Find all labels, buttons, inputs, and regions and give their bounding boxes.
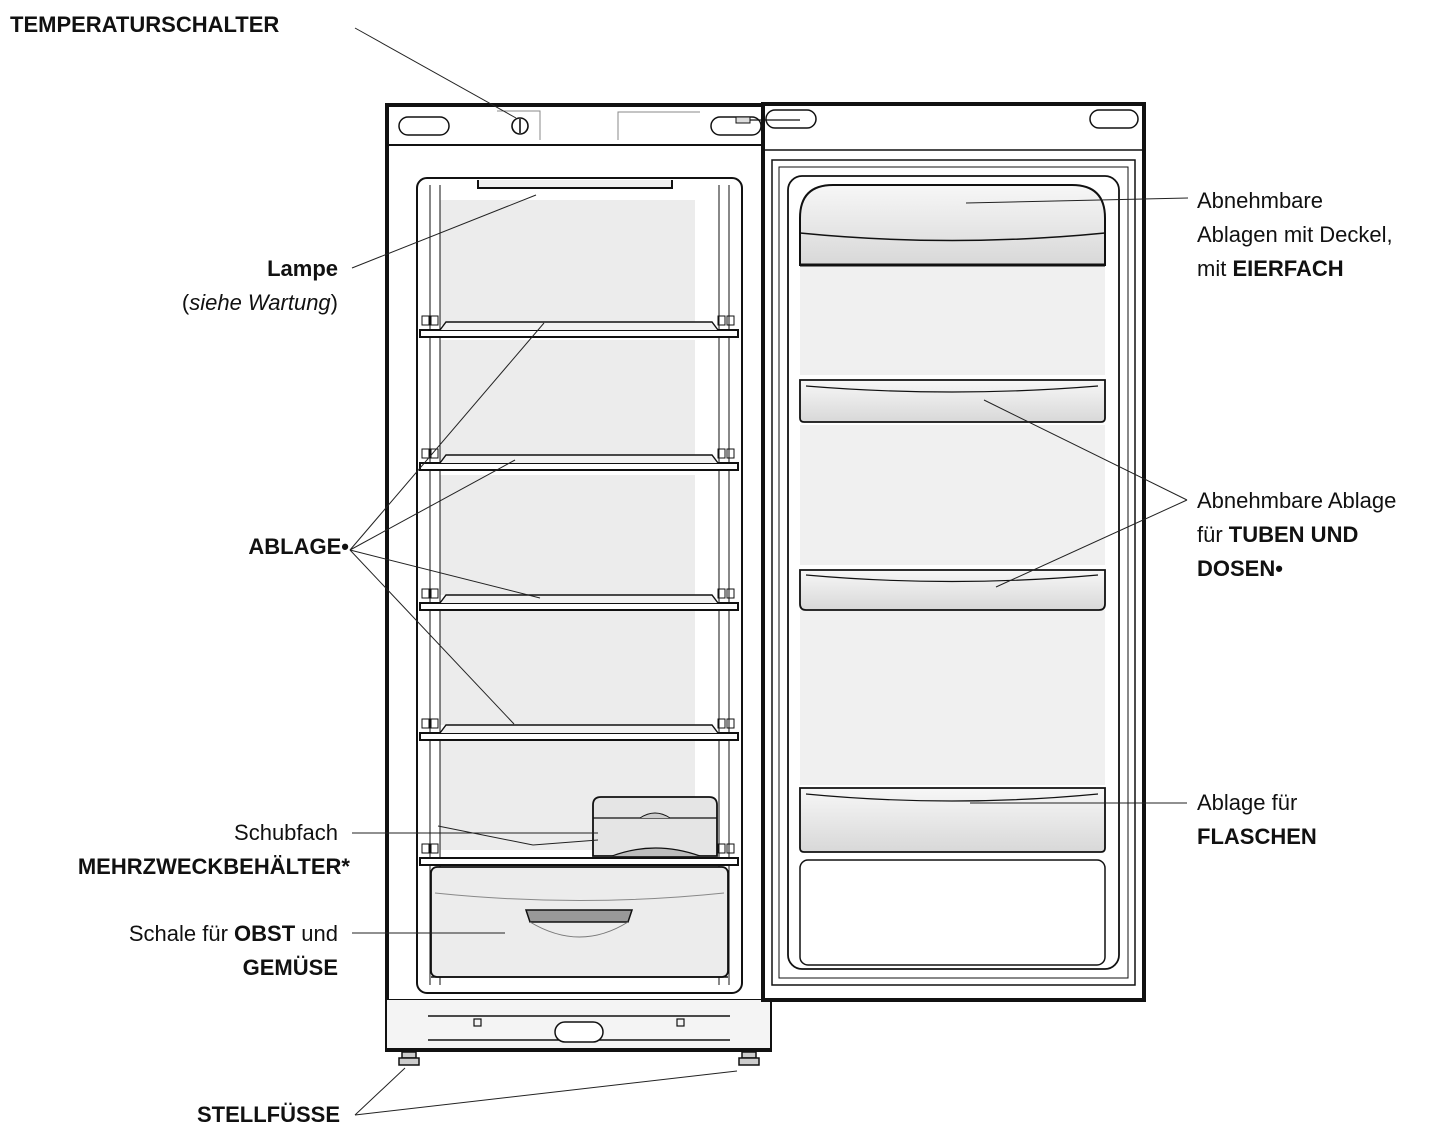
- shelf-bracket: [717, 843, 726, 854]
- label-flaschen-line1: Ablage für: [1197, 790, 1298, 815]
- shelf-bracket: [430, 843, 439, 854]
- door-handle-right: [1089, 109, 1139, 129]
- shelf-bracket: [421, 843, 430, 854]
- label-mehrzweck: MEHRZWECKBEHÄLTER*: [77, 854, 350, 879]
- glass-shelf: [419, 462, 739, 471]
- shelf-bracket: [430, 315, 439, 326]
- glass-shelf-edge: [439, 454, 719, 464]
- label-eierfach-line3: mit EIERFACH: [1197, 252, 1393, 286]
- leader-temperaturschalter: [354, 27, 517, 119]
- shelf-bracket: [430, 718, 439, 729]
- label-lampe-note: (siehe Wartung): [182, 286, 338, 320]
- leader-mehrzweck: [437, 825, 534, 846]
- label-eierfach-pre: mit: [1197, 256, 1233, 281]
- shelf-bracket: [421, 588, 430, 599]
- label-lampe-italic: siehe Wartung: [189, 290, 331, 315]
- label-lampe-close: ): [330, 290, 338, 315]
- glass-shelf: [419, 329, 739, 338]
- label-tuben-line3: DOSEN•: [1197, 556, 1283, 581]
- glass-shelf: [419, 732, 739, 741]
- glass-shelf-edge: [439, 724, 719, 734]
- leader-ablage-2: [349, 459, 516, 551]
- shelf-bracket: [726, 843, 735, 854]
- label-eierfach: Abnehmbare Ablagen mit Deckel, mit EIERF…: [1197, 184, 1393, 286]
- door-handle-left: [765, 109, 817, 129]
- leader-tuben-1: [983, 399, 1188, 501]
- label-eierfach-bold: EIERFACH: [1232, 256, 1344, 281]
- shelf-bracket: [726, 315, 735, 326]
- label-lampe: Lampe (siehe Wartung): [182, 252, 338, 320]
- leader-ablage-4: [349, 549, 515, 725]
- adjustable-foot-right: [738, 1051, 760, 1066]
- label-ablage: ABLAGE•: [248, 534, 349, 559]
- drawer-shelf: [419, 857, 739, 866]
- leader-ablage-1: [349, 322, 545, 551]
- shelf-bracket: [421, 718, 430, 729]
- label-lampe-open: (: [181, 290, 190, 315]
- bottle-rack: [799, 787, 1106, 853]
- label-lampe-title: Lampe: [267, 256, 338, 281]
- leader-stellfuss-left: [354, 1067, 406, 1116]
- lamp: [477, 180, 673, 189]
- leader-stellfuss-right: [354, 1070, 738, 1116]
- label-schale: Schale für OBST und GEMÜSE: [129, 917, 338, 985]
- fridge-body: [385, 103, 772, 1066]
- shelf-bracket: [717, 315, 726, 326]
- label-schale-obst: OBST: [234, 921, 296, 946]
- shelf-bracket: [726, 588, 735, 599]
- leader-ablage-3: [349, 549, 541, 599]
- shelf-bracket: [726, 448, 735, 459]
- label-schubfach: Schubfach: [234, 820, 338, 845]
- label-tuben-line2: für TUBEN UND: [1197, 518, 1396, 552]
- temperature-knob: [511, 117, 529, 135]
- multipurpose-drawer: [592, 796, 718, 857]
- leader-eierfach: [965, 197, 1189, 204]
- label-schubfach-group: Schubfach MEHRZWECKBEHÄLTER*: [78, 816, 350, 884]
- label-schale-line1: Schale für OBST und: [129, 917, 338, 951]
- label-eierfach-line1: Abnehmbare: [1197, 188, 1323, 213]
- shelf-bracket: [430, 448, 439, 459]
- top-left-slot: [398, 116, 450, 136]
- fridge-door: [735, 102, 1146, 1002]
- glass-shelf-edge: [439, 594, 719, 604]
- label-tuben-bold: TUBEN UND: [1228, 522, 1359, 547]
- door-bottom-bin: [799, 859, 1106, 966]
- adjustable-foot-left: [398, 1051, 420, 1066]
- shelf-bracket: [421, 448, 430, 459]
- shelf-bracket: [717, 718, 726, 729]
- base-grille-slot: [554, 1021, 604, 1043]
- shelf-bracket: [717, 588, 726, 599]
- leader-mehrzweck-2: [532, 839, 599, 846]
- label-tuben: Abnehmbare Ablage für TUBEN UND DOSEN•: [1197, 484, 1396, 586]
- label-schale-pre: Schale für: [128, 921, 235, 946]
- leader-lines: [349, 27, 1189, 1116]
- label-schale-gemuese: GEMÜSE: [242, 955, 338, 980]
- label-schale-und: und: [295, 921, 338, 946]
- shelf-bracket: [430, 588, 439, 599]
- tube-can-rack-lower: [799, 569, 1106, 611]
- label-flaschen: Ablage für FLASCHEN: [1197, 786, 1317, 854]
- label-eierfach-line2: Ablagen mit Deckel,: [1197, 222, 1393, 247]
- shelf-group: [419, 315, 739, 866]
- leader-lampe: [351, 194, 537, 269]
- leader-tuben-2: [995, 499, 1188, 588]
- label-tuben-pre: für: [1197, 522, 1229, 547]
- label-temperaturschalter: TEMPERATURSCHALTER: [10, 12, 280, 37]
- shelf-bracket: [726, 718, 735, 729]
- crisper-drawer: [430, 866, 729, 978]
- label-tuben-line1: Abnehmbare Ablage: [1197, 488, 1397, 513]
- glass-shelf-edge: [439, 321, 719, 331]
- shelf-bracket: [421, 315, 430, 326]
- label-flaschen-line2: FLASCHEN: [1197, 824, 1317, 849]
- egg-rack-lid: [799, 184, 1106, 266]
- tube-can-rack-upper: [799, 379, 1106, 423]
- shelf-bracket: [717, 448, 726, 459]
- glass-shelf: [419, 602, 739, 611]
- label-stellfuesse: STELLFÜSSE: [196, 1102, 340, 1127]
